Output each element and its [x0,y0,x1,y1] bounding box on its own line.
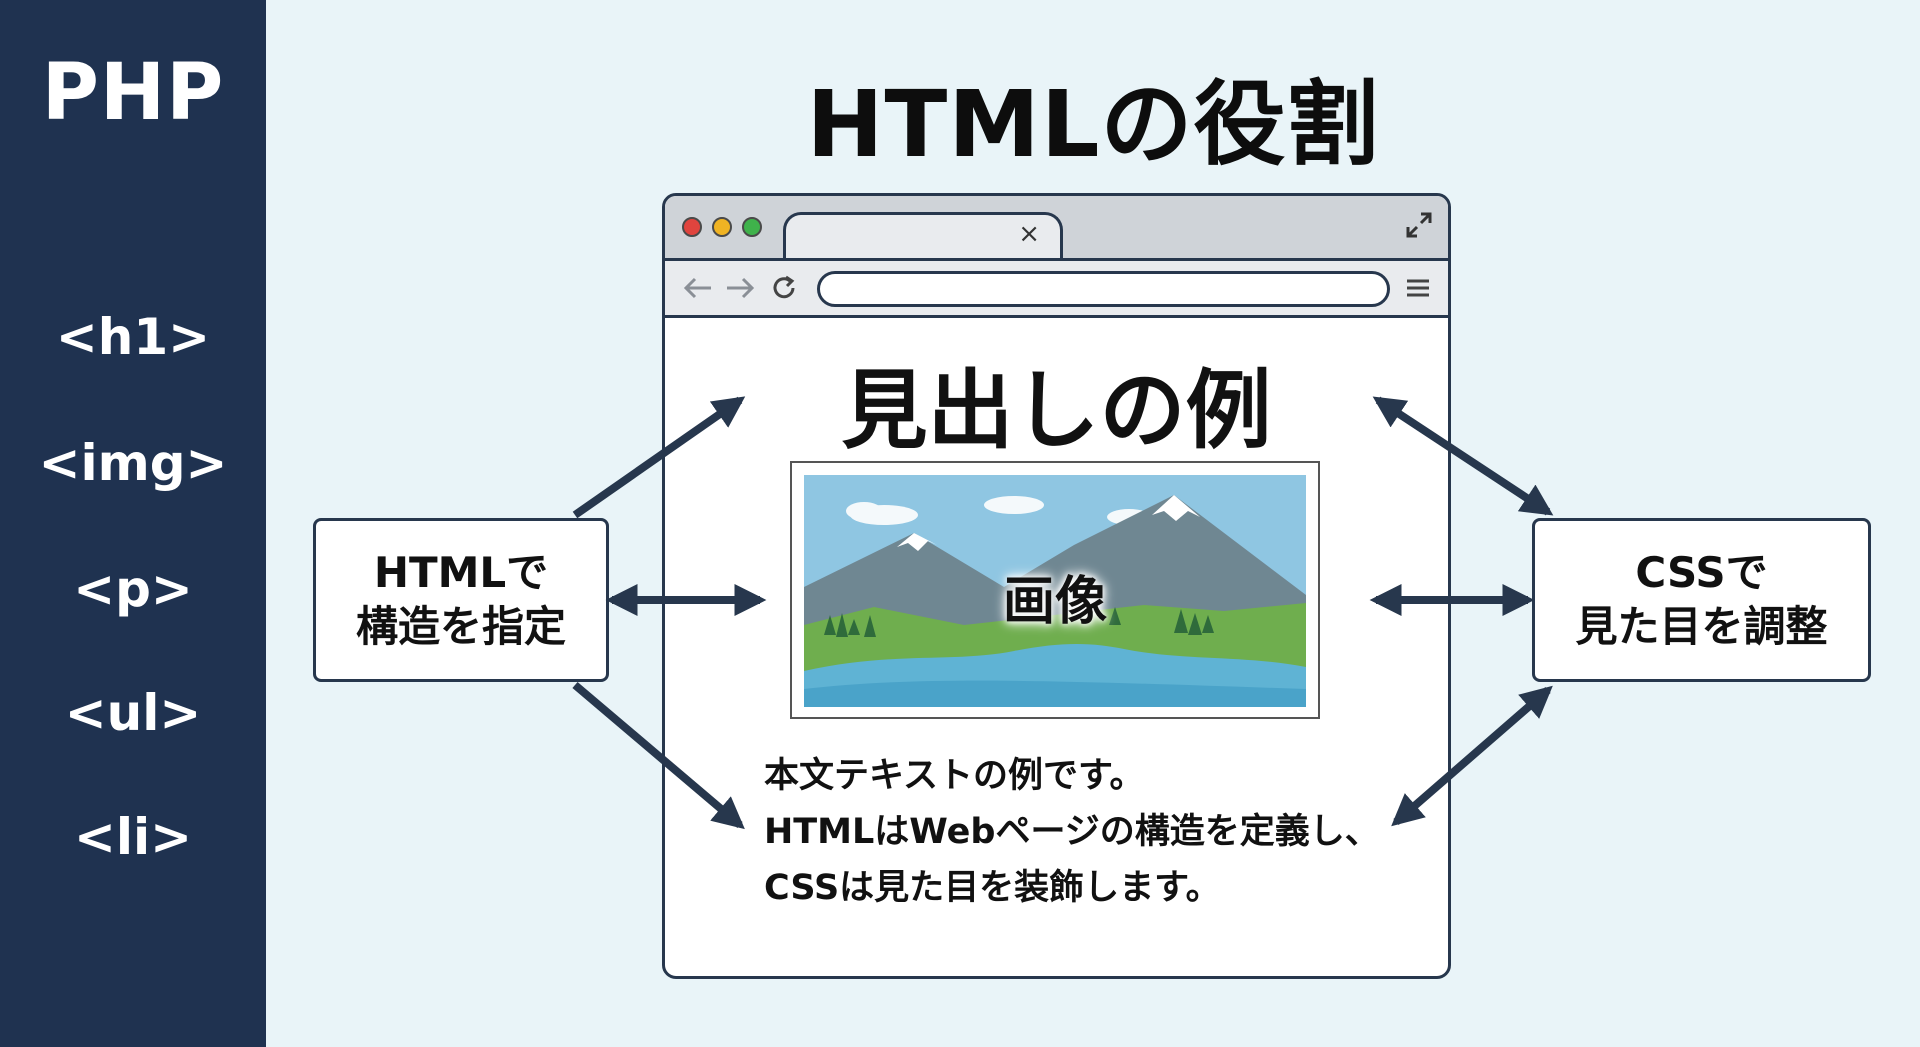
sidebar-tag-ul: <ul> [64,684,202,742]
body-line: 本文テキストの例です。 [764,756,1145,796]
arrow-to-body-left [572,681,745,830]
browser-navbar [665,258,1448,318]
address-bar [817,271,1390,307]
tab-close-icon: × [1018,219,1040,249]
landscape-illustration [804,475,1306,707]
callout-line: HTMLで [373,548,549,597]
callout-line: 見た目を調整 [1575,602,1828,651]
callout-line: 構造を指定 [355,602,566,651]
expand-icon [1406,212,1432,238]
sidebar: PHP <h1> <img> <p> <ul> <li> [0,0,266,1047]
window-minimize-dot [712,217,732,237]
image-placeholder: 画像 [790,461,1320,719]
back-arrow-icon [683,277,711,299]
body-line: CSSは見た目を装飾します。 [764,868,1221,908]
window-close-dot [682,217,702,237]
browser-mockup: × 見出しの例 [662,193,1451,979]
html-structure-callout: HTMLで 構造を指定 [313,518,609,682]
sidebar-tag-h1: <h1> [55,308,211,366]
browser-tabstrip: × [665,196,1448,262]
reload-icon [773,275,795,299]
arrow-to-body-right [1391,685,1553,827]
menu-icon [1407,279,1429,297]
callout-line: CSSで [1635,548,1768,597]
sidebar-tag-p: <p> [73,560,193,618]
body-line: HTMLはWebページの構造を定義し、 [764,812,1380,852]
sidebar-brand: PHP [41,48,225,138]
arrow-to-heading-left [572,396,746,519]
arrow-to-heading-right [1372,396,1554,516]
body-text: 本文テキストの例です。 HTMLはWebページの構造を定義し、 CSSは見た目を… [764,748,1434,916]
slide-title: HTMLの役割 [806,71,1380,178]
forward-arrow-icon [727,277,755,299]
sidebar-tag-img: <img> [38,434,228,492]
window-maximize-dot [742,217,762,237]
page-heading: 見出しの例 [841,361,1272,461]
image-label: 画像 [1002,572,1107,632]
browser-tab: × [783,212,1063,262]
sidebar-tag-li: <li> [73,808,193,866]
